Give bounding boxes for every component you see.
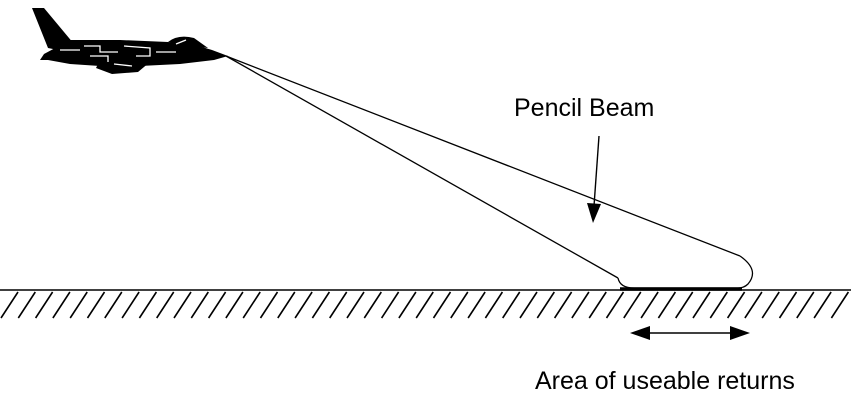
hatch-mark: [744, 291, 763, 319]
beam-pointer-arrow: [587, 135, 601, 223]
hatch-mark: [432, 291, 452, 319]
ground-hatching: [0, 291, 850, 319]
pencil-beam: [225, 55, 754, 289]
hatch-mark: [553, 291, 573, 319]
hatch-mark: [104, 291, 123, 319]
hatch-mark: [467, 291, 486, 319]
hatch-mark: [519, 291, 538, 319]
pencil-beam-label: Pencil Beam: [514, 94, 654, 122]
hatch-mark: [813, 291, 832, 319]
hatch-mark: [34, 291, 54, 319]
hatch-mark: [121, 291, 140, 319]
hatch-mark: [294, 291, 313, 319]
hatch-mark: [277, 291, 296, 319]
hatch-mark: [709, 291, 728, 319]
hatch-mark: [329, 291, 348, 319]
hatch-mark: [225, 291, 244, 319]
hatch-mark: [778, 291, 798, 319]
beam-footprint: [617, 255, 754, 289]
aircraft-icon: [32, 8, 228, 74]
hatch-mark: [86, 291, 106, 319]
hatch-mark: [311, 291, 331, 319]
hatch-mark: [190, 291, 209, 319]
hatch-mark: [830, 291, 850, 319]
hatch-mark: [398, 291, 417, 319]
hatch-mark: [675, 291, 694, 319]
hatch-mark: [156, 291, 175, 319]
hatch-mark: [69, 291, 88, 319]
hatch-mark: [502, 291, 521, 319]
hatch-mark: [138, 291, 158, 319]
hatch-mark: [0, 291, 19, 319]
ground: [0, 287, 851, 319]
hatch-mark: [52, 291, 71, 319]
hatch-mark: [796, 291, 815, 319]
hatch-mark: [623, 291, 642, 319]
hatch-mark: [726, 291, 746, 319]
hatch-mark: [571, 291, 590, 319]
hatch-mark: [761, 291, 780, 319]
hatch-mark: [259, 291, 279, 319]
hatch-mark: [536, 291, 555, 319]
hatch-mark: [363, 291, 382, 319]
hatch-mark: [640, 291, 659, 319]
hatch-mark: [692, 291, 711, 319]
hatch-mark: [173, 291, 192, 319]
hatch-mark: [484, 291, 504, 319]
hatch-mark: [415, 291, 434, 319]
hatch-mark: [380, 291, 400, 319]
hatch-mark: [450, 291, 469, 319]
area-range-arrow: [630, 326, 750, 340]
hatch-mark: [242, 291, 261, 319]
hatch-mark: [605, 291, 625, 319]
hatch-mark: [657, 291, 677, 319]
area-of-useable-returns-label: Area of useable returns: [535, 367, 795, 394]
hatch-mark: [588, 291, 607, 319]
hatch-mark: [346, 291, 365, 319]
beam-lower-edge: [225, 55, 619, 279]
beam-upper-edge: [225, 55, 741, 257]
hatch-mark: [17, 291, 36, 319]
hatch-mark: [207, 291, 227, 319]
